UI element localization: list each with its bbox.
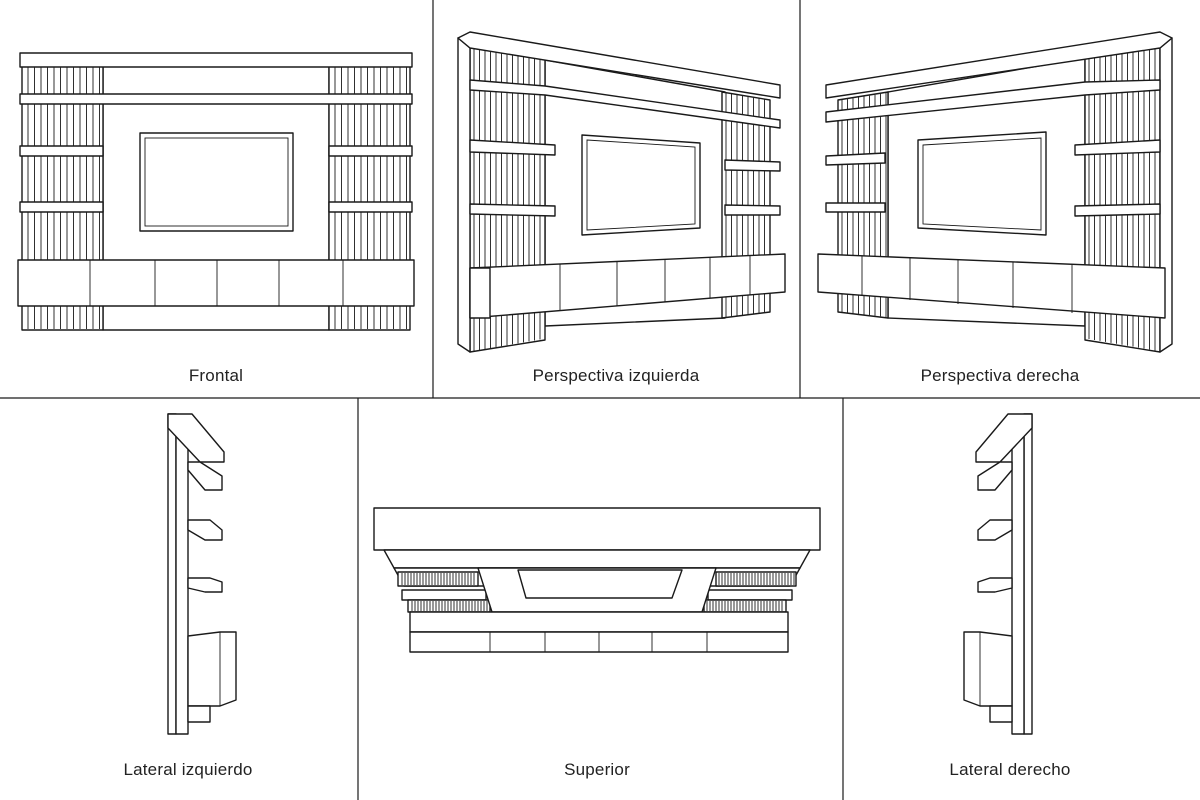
tv-plan [517,569,683,599]
top-cap [19,52,413,68]
base-cabinet-side [187,631,237,707]
upper-shelf [469,79,781,129]
perspectiva-izquierda-drawing [457,31,786,353]
superior-drawing [373,507,821,653]
caption-lateral-izquierdo: Lateral izquierdo [123,760,253,779]
base-cabinet [817,253,1166,319]
caption-perspectiva-derecha: Perspectiva derecha [920,366,1080,385]
perspectiva-derecha-drawing [817,31,1173,353]
tv-frame [581,134,701,236]
right-shelf-1 [328,145,413,157]
caption-frontal: Frontal [188,366,244,385]
top-cap [373,507,821,551]
lateral-derecho-drawing [963,413,1033,735]
left-shelf-1 [19,145,104,157]
top-cap [457,31,781,99]
tv-frame [917,131,1047,236]
frontal-view-drawing [17,52,415,331]
right-shelf-2 [328,201,413,213]
upper-shelf [825,79,1161,123]
base-cabinet [17,259,415,307]
caption-perspectiva-izquierda: Perspectiva izquierda [532,366,700,385]
left-shelf-2 [19,201,104,213]
upper-shelf [19,93,413,105]
caption-superior: Superior [564,760,630,779]
caption-lateral-derecho: Lateral derecho [949,760,1071,779]
tv-frame [139,132,294,232]
base-cabinet-side [963,631,1013,707]
top-cap [825,31,1173,99]
lateral-izquierdo-drawing [167,413,237,735]
